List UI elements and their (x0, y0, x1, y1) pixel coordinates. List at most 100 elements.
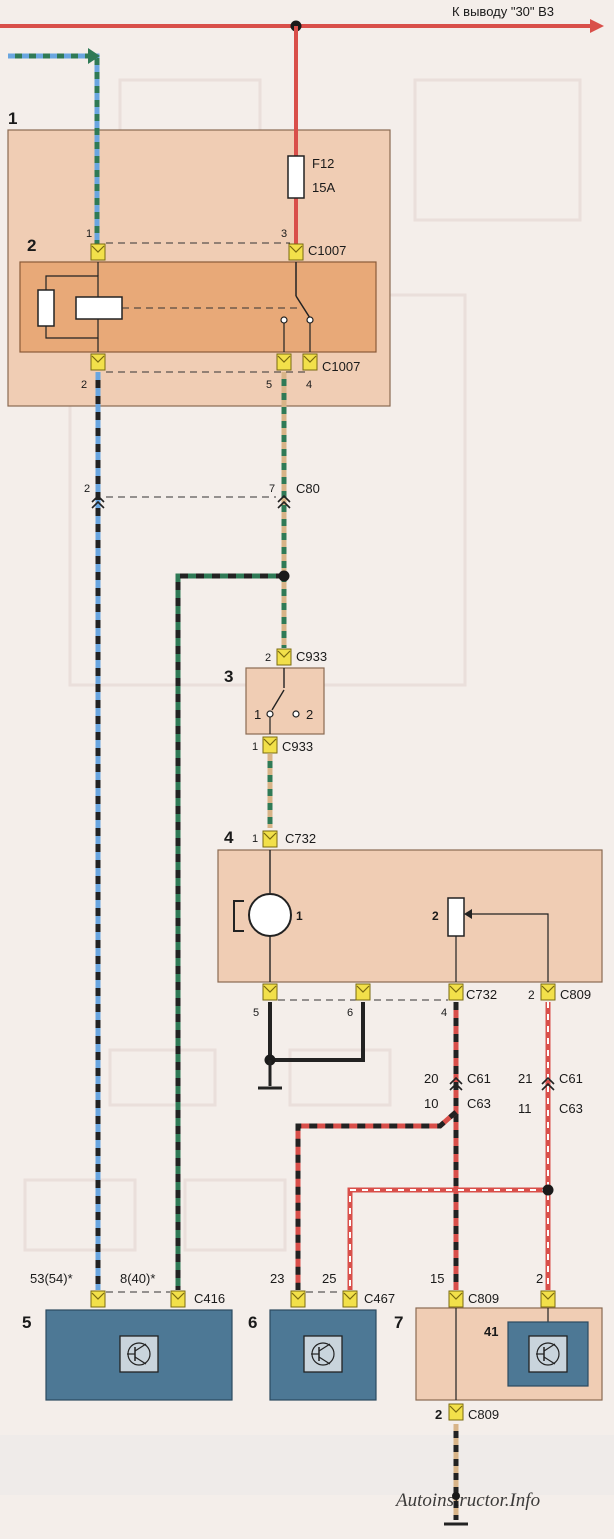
module-7-label: 41 (484, 1324, 498, 1339)
connector-pin-icon (540, 983, 556, 1001)
connector-pin-icon (276, 353, 292, 371)
watermark: Autoinstructor.Info (394, 1490, 540, 1511)
transistor-icon (119, 1335, 159, 1373)
c61-left-name: C61 (467, 1071, 491, 1086)
inline-connector-icon (541, 1076, 555, 1091)
motor-label-1: 1 (296, 909, 303, 923)
motor-icon (233, 850, 292, 982)
connector-pin-icon (290, 1290, 306, 1308)
connector-pin-icon (288, 243, 304, 261)
connector-pin-icon (276, 648, 292, 666)
background-ghost (0, 78, 614, 1495)
connector-pin-icon (355, 983, 371, 1001)
c732-bottom-pin-4: 4 (441, 1007, 447, 1019)
c1007-bottom-pin-2: 2 (81, 379, 87, 391)
connector-pin-icon (448, 983, 464, 1001)
connector-pin-icon (302, 353, 318, 371)
relay-contact-icon (280, 262, 314, 352)
c732-bottom-pin-5: 5 (253, 1007, 259, 1019)
c467-pin-left: 23 (270, 1271, 284, 1286)
c416-pin-left: 53(54)* (30, 1271, 73, 1286)
block-6-number: 6 (248, 1313, 257, 1332)
c80-name: C80 (296, 481, 320, 496)
fuse-rating: 15A (312, 180, 335, 195)
block-5-number: 5 (22, 1313, 31, 1332)
connector-pin-icon (448, 1403, 464, 1421)
c1007-bottom-name: C1007 (322, 359, 360, 374)
c933-top-name: C933 (296, 649, 327, 664)
c467-name: C467 (364, 1291, 395, 1306)
c61-left-pin: 20 (424, 1071, 438, 1086)
fuse-icon (287, 155, 305, 199)
wire-red-black-branch-dash (295, 1110, 458, 1290)
c809-bottom-name: C809 (468, 1407, 499, 1422)
connector-pin-icon (262, 983, 278, 1001)
inline-connector-icon (277, 494, 291, 509)
switch-pin-2: 2 (306, 707, 313, 722)
motor-label-2: 2 (432, 909, 439, 923)
connector-pin-icon (262, 736, 278, 754)
block-1-number: 1 (8, 109, 17, 128)
c80-pin-2: 2 (84, 483, 90, 495)
c416-name: C416 (194, 1291, 225, 1306)
c61-right-pin: 21 (518, 1071, 532, 1086)
c63-left-pin: 10 (424, 1096, 438, 1111)
inline-connector-icon (91, 494, 105, 509)
fuse-name: F12 (312, 156, 334, 171)
connector-pin-icon (448, 1290, 464, 1308)
feed-label: К выводу "30" В3 (452, 4, 554, 19)
wire-green-black-dash (175, 573, 284, 1290)
connector-pin-icon (170, 1290, 186, 1308)
wire-black-ground (268, 1002, 365, 1062)
arrow-right-icon (590, 19, 604, 33)
c933-top-pin: 2 (265, 652, 271, 664)
switch-pin-1: 1 (254, 707, 261, 722)
c63-left-name: C63 (467, 1096, 491, 1111)
switch-contact-icon (266, 668, 300, 734)
relay-coil-icon (37, 262, 123, 352)
connector-pin-icon (262, 830, 278, 848)
c61-right-name: C61 (559, 1071, 583, 1086)
c809-side-pin: 2 (528, 988, 535, 1002)
wire-red-white-branch (347, 1187, 548, 1290)
connector-pin-icon (90, 243, 106, 261)
c416-pin-right: 8(40)* (120, 1271, 155, 1286)
block-7-number: 7 (394, 1313, 403, 1332)
block-3-number: 3 (224, 667, 233, 686)
c809-bottom-pin: 2 (435, 1407, 442, 1422)
arrow-right-icon (88, 48, 100, 64)
connector-pin-icon (90, 353, 106, 371)
c1007-top-name: C1007 (308, 243, 346, 258)
block-4-number: 4 (224, 828, 234, 847)
c1007-top-pin-1: 1 (86, 228, 92, 240)
wire-red-black-branch (295, 1110, 458, 1290)
transistor-icon (528, 1335, 568, 1373)
junction-dot (452, 1492, 460, 1500)
junction-dot (542, 1184, 554, 1196)
c809-side-name: C809 (560, 987, 591, 1002)
connector-pin-icon (90, 1290, 106, 1308)
c63-right-pin: 11 (518, 1101, 532, 1116)
c809-top-pin-right: 2 (536, 1271, 543, 1286)
connector-pin-icon (540, 1290, 556, 1308)
c732-top-name: C732 (285, 831, 316, 846)
connector-pin-icon (342, 1290, 358, 1308)
c1007-bottom-pin-5: 5 (266, 379, 272, 391)
transistor-icon (303, 1335, 343, 1373)
junction-dot (278, 570, 290, 582)
inline-connector-icon (449, 1076, 463, 1091)
c933-bottom-pin: 1 (252, 741, 258, 753)
block-2-number: 2 (27, 236, 36, 255)
c933-bottom-name: C933 (282, 739, 313, 754)
potentiometer-icon (447, 897, 549, 982)
c63-right-name: C63 (559, 1101, 583, 1116)
c467-pin-right: 25 (322, 1271, 336, 1286)
c1007-top-pin-3: 3 (281, 228, 287, 240)
c732-bottom-name: C732 (466, 987, 497, 1002)
wire-red-white-branch-dash (349, 1189, 548, 1290)
c732-bottom-pin-6: 6 (347, 1007, 353, 1019)
c809-top-name: C809 (468, 1291, 499, 1306)
c80-pin-7: 7 (269, 483, 275, 495)
